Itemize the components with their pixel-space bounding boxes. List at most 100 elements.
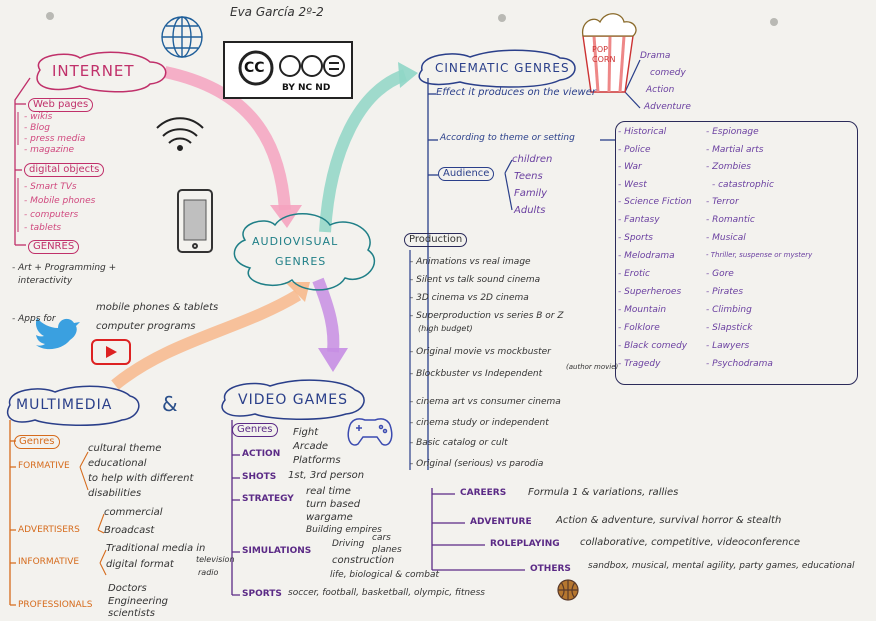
internet-web-pages: Web pages xyxy=(28,98,94,112)
videogames-title: VIDEO GAMES xyxy=(238,392,349,408)
cc-badge: CC xyxy=(244,60,265,76)
production-item: - 3D cinema vs 2D cinema xyxy=(410,293,529,303)
multimedia-cloud xyxy=(6,385,140,426)
informative-item: television xyxy=(196,555,235,564)
vg-action-item: Arcade xyxy=(293,441,329,452)
professionals-item: scientists xyxy=(108,608,156,619)
vg-strategy-item: real time xyxy=(306,486,351,497)
theme-item: - Science Fiction xyxy=(618,197,692,207)
vg-simulations: SIMULATIONS xyxy=(242,546,312,556)
internet-web-item: - press media xyxy=(24,134,86,144)
theme-item: - Terror xyxy=(706,197,739,207)
vg-simulations-item: construction xyxy=(332,555,395,566)
internet-digital-item: - tablets xyxy=(24,223,62,233)
theme-item: - Black comedy xyxy=(618,341,688,351)
production-item: - Blockbuster vs Independent xyxy=(410,369,543,379)
gamepad-icon xyxy=(347,418,393,446)
theme-item: - War xyxy=(618,162,642,172)
vg-others: OTHERS xyxy=(530,564,571,574)
popcorn-icon xyxy=(581,13,637,93)
theme-item: - Lawyers xyxy=(706,341,750,351)
theme-item: - Thriller, suspense or mystery xyxy=(706,251,813,259)
production-item-note: (author movie) xyxy=(566,363,619,371)
theme-item: - Folklore xyxy=(618,323,660,333)
cinematic-effect-item: Drama xyxy=(640,51,671,61)
internet-apps-item: computer programs xyxy=(96,321,196,332)
theme-item: - Mountain xyxy=(618,305,667,315)
theme-item: - Slapstick xyxy=(706,323,753,333)
youtube-icon xyxy=(91,339,131,365)
theme-item: - Zombies xyxy=(706,162,751,172)
audience-item: Family xyxy=(514,188,548,199)
internet-digital-item: - Smart TVs xyxy=(24,182,77,192)
theme-item: - Erotic xyxy=(618,269,650,279)
cinematic-cloud xyxy=(418,49,576,88)
formative-item: cultural theme xyxy=(88,443,162,454)
audience-item: children xyxy=(512,154,553,165)
vg-sports: SPORTS xyxy=(242,589,282,599)
multimedia-genres: Genres xyxy=(14,435,60,449)
ampersand: & xyxy=(162,392,178,416)
multimedia-professionals: PROFESSIONALS xyxy=(18,600,93,610)
multimedia-formative: FORMATIVE xyxy=(18,461,70,471)
vg-roleplaying-items: collaborative, competitive, videoconfere… xyxy=(580,537,801,548)
cinematic-effect-item: Adventure xyxy=(644,102,691,112)
theme-item: - Pirates xyxy=(706,287,744,297)
center-title-line1: AUDIOVISUAL xyxy=(252,235,339,248)
vg-strategy-item: turn based xyxy=(306,499,361,510)
basketball-icon xyxy=(557,579,579,601)
theme-item: - Musical xyxy=(706,233,746,243)
internet-digital-objects: digital objects xyxy=(24,163,105,177)
center-cloud xyxy=(233,213,376,291)
internet-web-item: - Blog xyxy=(24,123,51,133)
punch-hole xyxy=(498,14,506,22)
theme-item: - Tragedy xyxy=(618,359,661,369)
arrow-center-to-cinematic xyxy=(319,69,408,233)
internet-apps-item: mobile phones & tablets xyxy=(96,302,219,313)
professionals-item: Doctors xyxy=(108,583,147,594)
multimedia-advertisers: ADVERTISERS xyxy=(18,525,80,535)
theme-item: - Psychodrama xyxy=(706,359,773,369)
production-item: - Superproduction vs series B or Z xyxy=(410,311,564,321)
production-item: - Basic catalog or cult xyxy=(410,438,508,448)
advertisers-item: Broadcast xyxy=(104,525,155,536)
vg-simulations-item: Driving xyxy=(332,539,365,549)
informative-item: Traditional media in xyxy=(106,543,206,554)
arrow-center-to-videogames xyxy=(312,277,340,353)
production-item: - cinema study or independent xyxy=(410,418,549,428)
internet-digital-item: - Mobile phones xyxy=(24,196,96,206)
theme-item: - Sports xyxy=(618,233,653,243)
vg-shots-items: 1st, 3rd person xyxy=(288,470,365,481)
theme-item: - Police xyxy=(618,145,651,155)
production-item: - Silent vs talk sound cinema xyxy=(410,275,541,285)
internet-web-item: - magazine xyxy=(24,145,75,155)
wifi-icon xyxy=(156,117,204,151)
vg-action-item: Fight xyxy=(293,427,319,438)
creative-commons-logo xyxy=(223,41,353,99)
advertisers-item: commercial xyxy=(104,507,163,518)
production-item: - Original movie vs mockbuster xyxy=(410,347,551,357)
vg-sports-items: soccer, football, basketball, olympic, f… xyxy=(288,588,485,598)
theme-item: - Martial arts xyxy=(706,145,764,155)
theme-item: - Melodrama xyxy=(618,251,675,261)
punch-hole xyxy=(46,12,54,20)
production-item: - Animations vs real image xyxy=(410,257,531,267)
formative-item: disabilities xyxy=(88,488,142,499)
theme-item: - Climbing xyxy=(706,305,752,315)
vg-roleplaying: ROLEPLAYING xyxy=(490,539,560,549)
formative-item: to help with different xyxy=(88,473,194,484)
audience-item: Teens xyxy=(514,171,543,182)
theme-item: - West xyxy=(618,180,647,190)
smartphone-icon xyxy=(177,189,213,253)
videogames-cloud xyxy=(221,379,365,420)
vg-careers-items: Formula 1 & variations, rallies xyxy=(528,487,679,498)
internet-genre-line2: interactivity xyxy=(18,276,73,286)
vg-shots: SHOTS xyxy=(242,472,277,482)
theme-item: - Gore xyxy=(706,269,734,279)
globe-icon xyxy=(161,16,203,58)
multimedia-title: MULTIMEDIA xyxy=(16,397,113,413)
cinematic-effect: Effect it produces on the viewer xyxy=(436,87,596,98)
informative-item: radio xyxy=(198,568,219,577)
cinematic-effect-item: comedy xyxy=(650,68,686,78)
